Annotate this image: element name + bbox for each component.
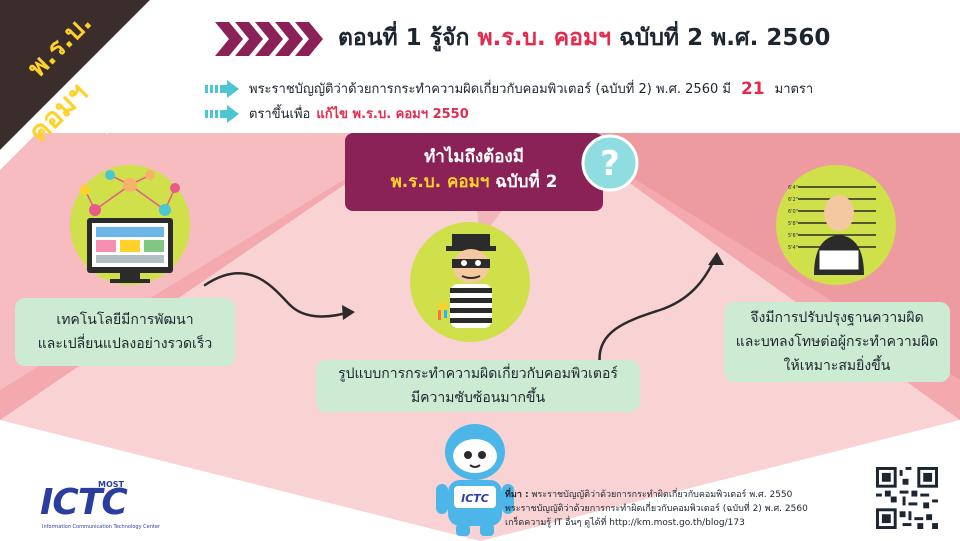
title-highlight: พ.ร.บ. คอมฯ: [477, 25, 612, 51]
lineup-label: 6'0": [788, 209, 798, 215]
info-row-1-unit: มาตรา: [774, 82, 814, 97]
info-row-1-number: 21: [740, 78, 765, 99]
box-penalty-line-3: ให้เหมาะสมยิ่งขึ้น: [783, 358, 891, 374]
question-highlight: พ.ร.บ. คอมฯ: [390, 172, 490, 192]
title-prefix: ตอนที่ 1 รู้จัก: [338, 25, 470, 51]
credits-source-1: พระราชบัญญัติว่าด้วยการกระทำผิดเกี่ยวกับ…: [531, 490, 793, 500]
box-offense-line-2: มีความซับซ้อนมากขึ้น: [410, 390, 546, 406]
info-row-2: ตราขึ้นเพื่อ แก้ไข พ.ร.บ. คอมฯ 2550: [205, 103, 469, 124]
lineup-suspect-icon: 6'4" 6'2" 6'0" 5'8" 5'6" 5'4": [788, 185, 876, 275]
info-row-2-text: ตราขึ้นเพื่อ: [249, 107, 311, 122]
question-suffix: ฉบับที่ 2: [495, 172, 558, 192]
box-technology-line-1: เทคโนโลยีมีการพัฒนา: [56, 312, 194, 328]
arrow-curve-left: [203, 271, 352, 318]
info-row-2-highlight: แก้ไข พ.ร.บ. คอมฯ 2550: [316, 107, 469, 122]
arrow-right-icon: [205, 104, 239, 123]
mascot-badge: ICTC: [461, 492, 489, 505]
question-line-2: พ.ร.บ. คอมฯ ฉบับที่ 2: [345, 170, 603, 195]
question-box: ทำไมถึงต้องมี พ.ร.บ. คอมฯ ฉบับที่ 2: [345, 133, 603, 211]
lineup-label: 6'4": [788, 185, 798, 191]
lineup-label: 5'6": [788, 233, 798, 239]
box-offense-line-1: รูปแบบการกระทำความผิดเกี่ยวกับคอมพิวเตอร…: [338, 366, 618, 382]
arrow-curve-right: [598, 256, 717, 367]
box-technology-line-2: และเปลี่ยนแปลงอย่างรวดเร็ว: [37, 336, 213, 352]
credits-line-1: ที่มา : พระราชบัญญัติว่าด้วยการกระทำผิดเ…: [505, 488, 808, 502]
box-offense: รูปแบบการกระทำความผิดเกี่ยวกับคอมพิวเตอร…: [316, 360, 640, 412]
box-penalty-line-1: จึงมีการปรับปรุงฐานความผิด: [750, 310, 924, 326]
box-penalty: จึงมีการปรับปรุงฐานความผิด และบทลงโทษต่อ…: [724, 302, 950, 382]
logo-subtitle: Information Communication Technology Cen…: [42, 524, 160, 530]
question-line-1: ทำไมถึงต้องมี: [424, 147, 524, 167]
arrowhead-left: [342, 305, 355, 320]
title-suffix: ฉบับที่ 2 พ.ศ. 2560: [619, 25, 831, 51]
credits: ที่มา : พระราชบัญญัติว่าด้วยการกระทำผิดเ…: [505, 488, 808, 530]
box-penalty-line-2: และบทลงโทษต่อผู้กระทำความผิด: [735, 334, 939, 350]
credits-label: ที่มา :: [505, 490, 529, 500]
credits-line-2: พระราชบัญญัติว่าด้วยการกระทำผิดเกี่ยวกับ…: [505, 504, 808, 514]
arrowhead-right: [708, 252, 724, 265]
credits-line-3: เกร็ดความรู้ IT อื่นๆ ดูได้ที่ http://km…: [505, 518, 745, 528]
info-row-1-text: พระราชบัญญัติว่าด้วยการกระทำความผิดเกี่ย…: [249, 82, 731, 97]
network-computer-icon: [80, 170, 180, 283]
qr-code-icon[interactable]: [876, 467, 938, 529]
question-mark-text: ?: [600, 144, 620, 184]
arrow-right-icon: [205, 79, 239, 98]
lineup-label: 5'4": [788, 245, 798, 251]
thief-icon: [438, 234, 496, 328]
page-title: ตอนที่ 1 รู้จัก พ.ร.บ. คอมฯ ฉบับที่ 2 พ.…: [338, 20, 830, 56]
lineup-label: 6'2": [788, 197, 798, 203]
logo-main: ICTC: [40, 482, 128, 523]
question-mark-icon: ?: [581, 134, 639, 192]
lineup-label: 5'8": [788, 221, 798, 227]
mascot-robot-icon: ICTC: [436, 424, 514, 536]
ictc-logo: ICTC MOST Information Communication Tech…: [40, 480, 160, 532]
corner-banner: พ.ร.บ. คอมฯ พ.ศ. 2560 The Series: [0, 0, 220, 220]
chevron-arrows-icon: [215, 22, 323, 56]
logo-most: MOST: [98, 480, 124, 489]
box-technology: เทคโนโลยีมีการพัฒนา และเปลี่ยนแปลงอย่างร…: [15, 298, 235, 366]
info-row-1: พระราชบัญญัติว่าด้วยการกระทำความผิดเกี่ย…: [205, 78, 813, 99]
